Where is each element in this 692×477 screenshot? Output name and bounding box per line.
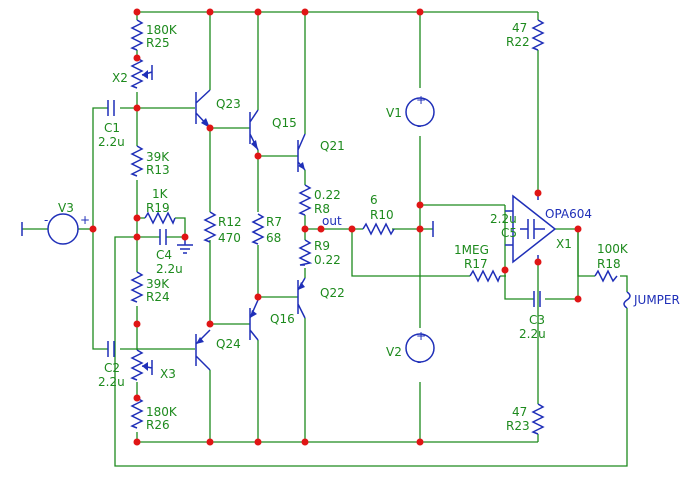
capacitor-c5 <box>520 219 545 239</box>
label-r13-ref: R13 <box>146 163 170 177</box>
label-q16: Q16 <box>270 312 295 326</box>
label-out: out <box>322 214 342 228</box>
labels: 180K R25 X2 C1 2.2u 39K R13 1K R19 V3 - … <box>44 21 680 433</box>
junction-dots <box>89 8 582 446</box>
source-v3 <box>47 213 79 245</box>
label-r19-ref: R19 <box>146 201 170 215</box>
resistor-r8 <box>298 184 312 216</box>
transistor-q24 <box>195 329 211 371</box>
ground-symbol <box>177 237 193 254</box>
label-r22-ref: R22 <box>506 35 530 49</box>
resistor-r9 <box>298 239 313 266</box>
resistor-r7 <box>251 213 265 245</box>
capacitor-c1 <box>107 100 115 116</box>
label-r23-value: 47 <box>512 405 527 419</box>
label-r9-ref: R9 <box>314 239 330 253</box>
label-jumper: JUMPER <box>633 293 680 307</box>
label-v2-minus: - <box>417 355 421 369</box>
label-r25-value: 180K <box>146 23 178 37</box>
source-v2 <box>405 333 435 363</box>
resistor-r26 <box>130 397 144 429</box>
resistor-r13 <box>130 145 144 177</box>
label-r17-value: 1MEG <box>454 243 489 257</box>
resistor-r19 <box>144 211 176 225</box>
label-r12-value: 470 <box>218 231 241 245</box>
label-r12-ref: R12 <box>218 215 242 229</box>
label-r7-ref: R7 <box>266 215 282 229</box>
label-v3: V3 <box>58 201 74 215</box>
label-r8-ref: R8 <box>314 202 330 216</box>
label-c2-value: 2.2u <box>98 375 125 389</box>
label-c3-ref: C3 <box>529 313 545 327</box>
label-q24: Q24 <box>216 337 241 351</box>
label-v2: V2 <box>386 345 402 359</box>
label-v2-plus: + <box>416 329 426 343</box>
label-q22: Q22 <box>320 286 345 300</box>
label-c5-ref: C5 <box>501 226 517 240</box>
source-v1 <box>405 97 435 127</box>
resistor-r25 <box>130 19 144 51</box>
label-c5-value: 2.2u <box>490 212 517 226</box>
potentiometer-x2 <box>130 57 153 89</box>
label-r10-value: 6 <box>370 193 378 207</box>
label-r23-ref: R23 <box>506 419 530 433</box>
capacitor-c3 <box>533 291 541 307</box>
resistor-r12 <box>203 211 217 243</box>
label-r26-value: 180K <box>146 405 178 419</box>
label-r24-value: 39K <box>146 277 170 291</box>
label-c1-value: 2.2u <box>98 135 125 149</box>
label-q21: Q21 <box>320 139 345 153</box>
components <box>21 19 631 435</box>
label-r24-ref: R24 <box>146 290 170 304</box>
label-r22-value: 47 <box>512 21 527 35</box>
label-r8-value: 0.22 <box>314 188 341 202</box>
label-r17-ref: R17 <box>464 257 488 271</box>
label-r7-value: 68 <box>266 231 281 245</box>
label-c2-ref: C2 <box>104 361 120 375</box>
resistor-r24 <box>130 271 144 303</box>
transistor-q16 <box>249 299 259 341</box>
resistor-r17 <box>469 269 501 283</box>
label-c4-value: 2.2u <box>156 262 183 276</box>
label-x3: X3 <box>160 367 176 381</box>
resistor-r23 <box>531 403 545 435</box>
label-r26-ref: R26 <box>146 418 170 432</box>
label-v3-minus: - <box>44 213 48 227</box>
label-r9-value: 0.22 <box>314 253 341 267</box>
label-v1-plus: + <box>416 93 426 107</box>
label-r19-value: 1K <box>152 187 169 201</box>
label-r25-ref: R25 <box>146 36 170 50</box>
potentiometer-x3 <box>130 349 153 381</box>
label-x2: X2 <box>112 71 128 85</box>
jumper <box>623 291 631 309</box>
label-r18-value: 100K <box>597 242 629 256</box>
label-q15: Q15 <box>272 116 297 130</box>
label-v1: V1 <box>386 106 402 120</box>
label-c3-value: 2.2u <box>519 327 546 341</box>
label-c1-ref: C1 <box>104 121 120 135</box>
label-v1-minus: - <box>417 119 421 133</box>
resistor-r10 <box>362 222 395 236</box>
resistor-r18 <box>594 269 618 283</box>
capacitor-c2 <box>107 341 115 357</box>
label-c4-ref: C4 <box>156 248 172 262</box>
label-r13-value: 39K <box>146 150 170 164</box>
opamp-x1 <box>512 194 557 264</box>
label-x1: X1 <box>556 237 572 251</box>
capacitor-c4 <box>159 229 167 245</box>
label-opamp: OPA604 <box>545 207 592 221</box>
label-q23: Q23 <box>216 97 241 111</box>
label-r18-ref: R18 <box>597 257 621 271</box>
wires <box>22 11 628 467</box>
label-v3-plus: + <box>80 213 90 227</box>
resistor-r22 <box>531 19 545 51</box>
label-r10-ref: R10 <box>370 208 394 222</box>
